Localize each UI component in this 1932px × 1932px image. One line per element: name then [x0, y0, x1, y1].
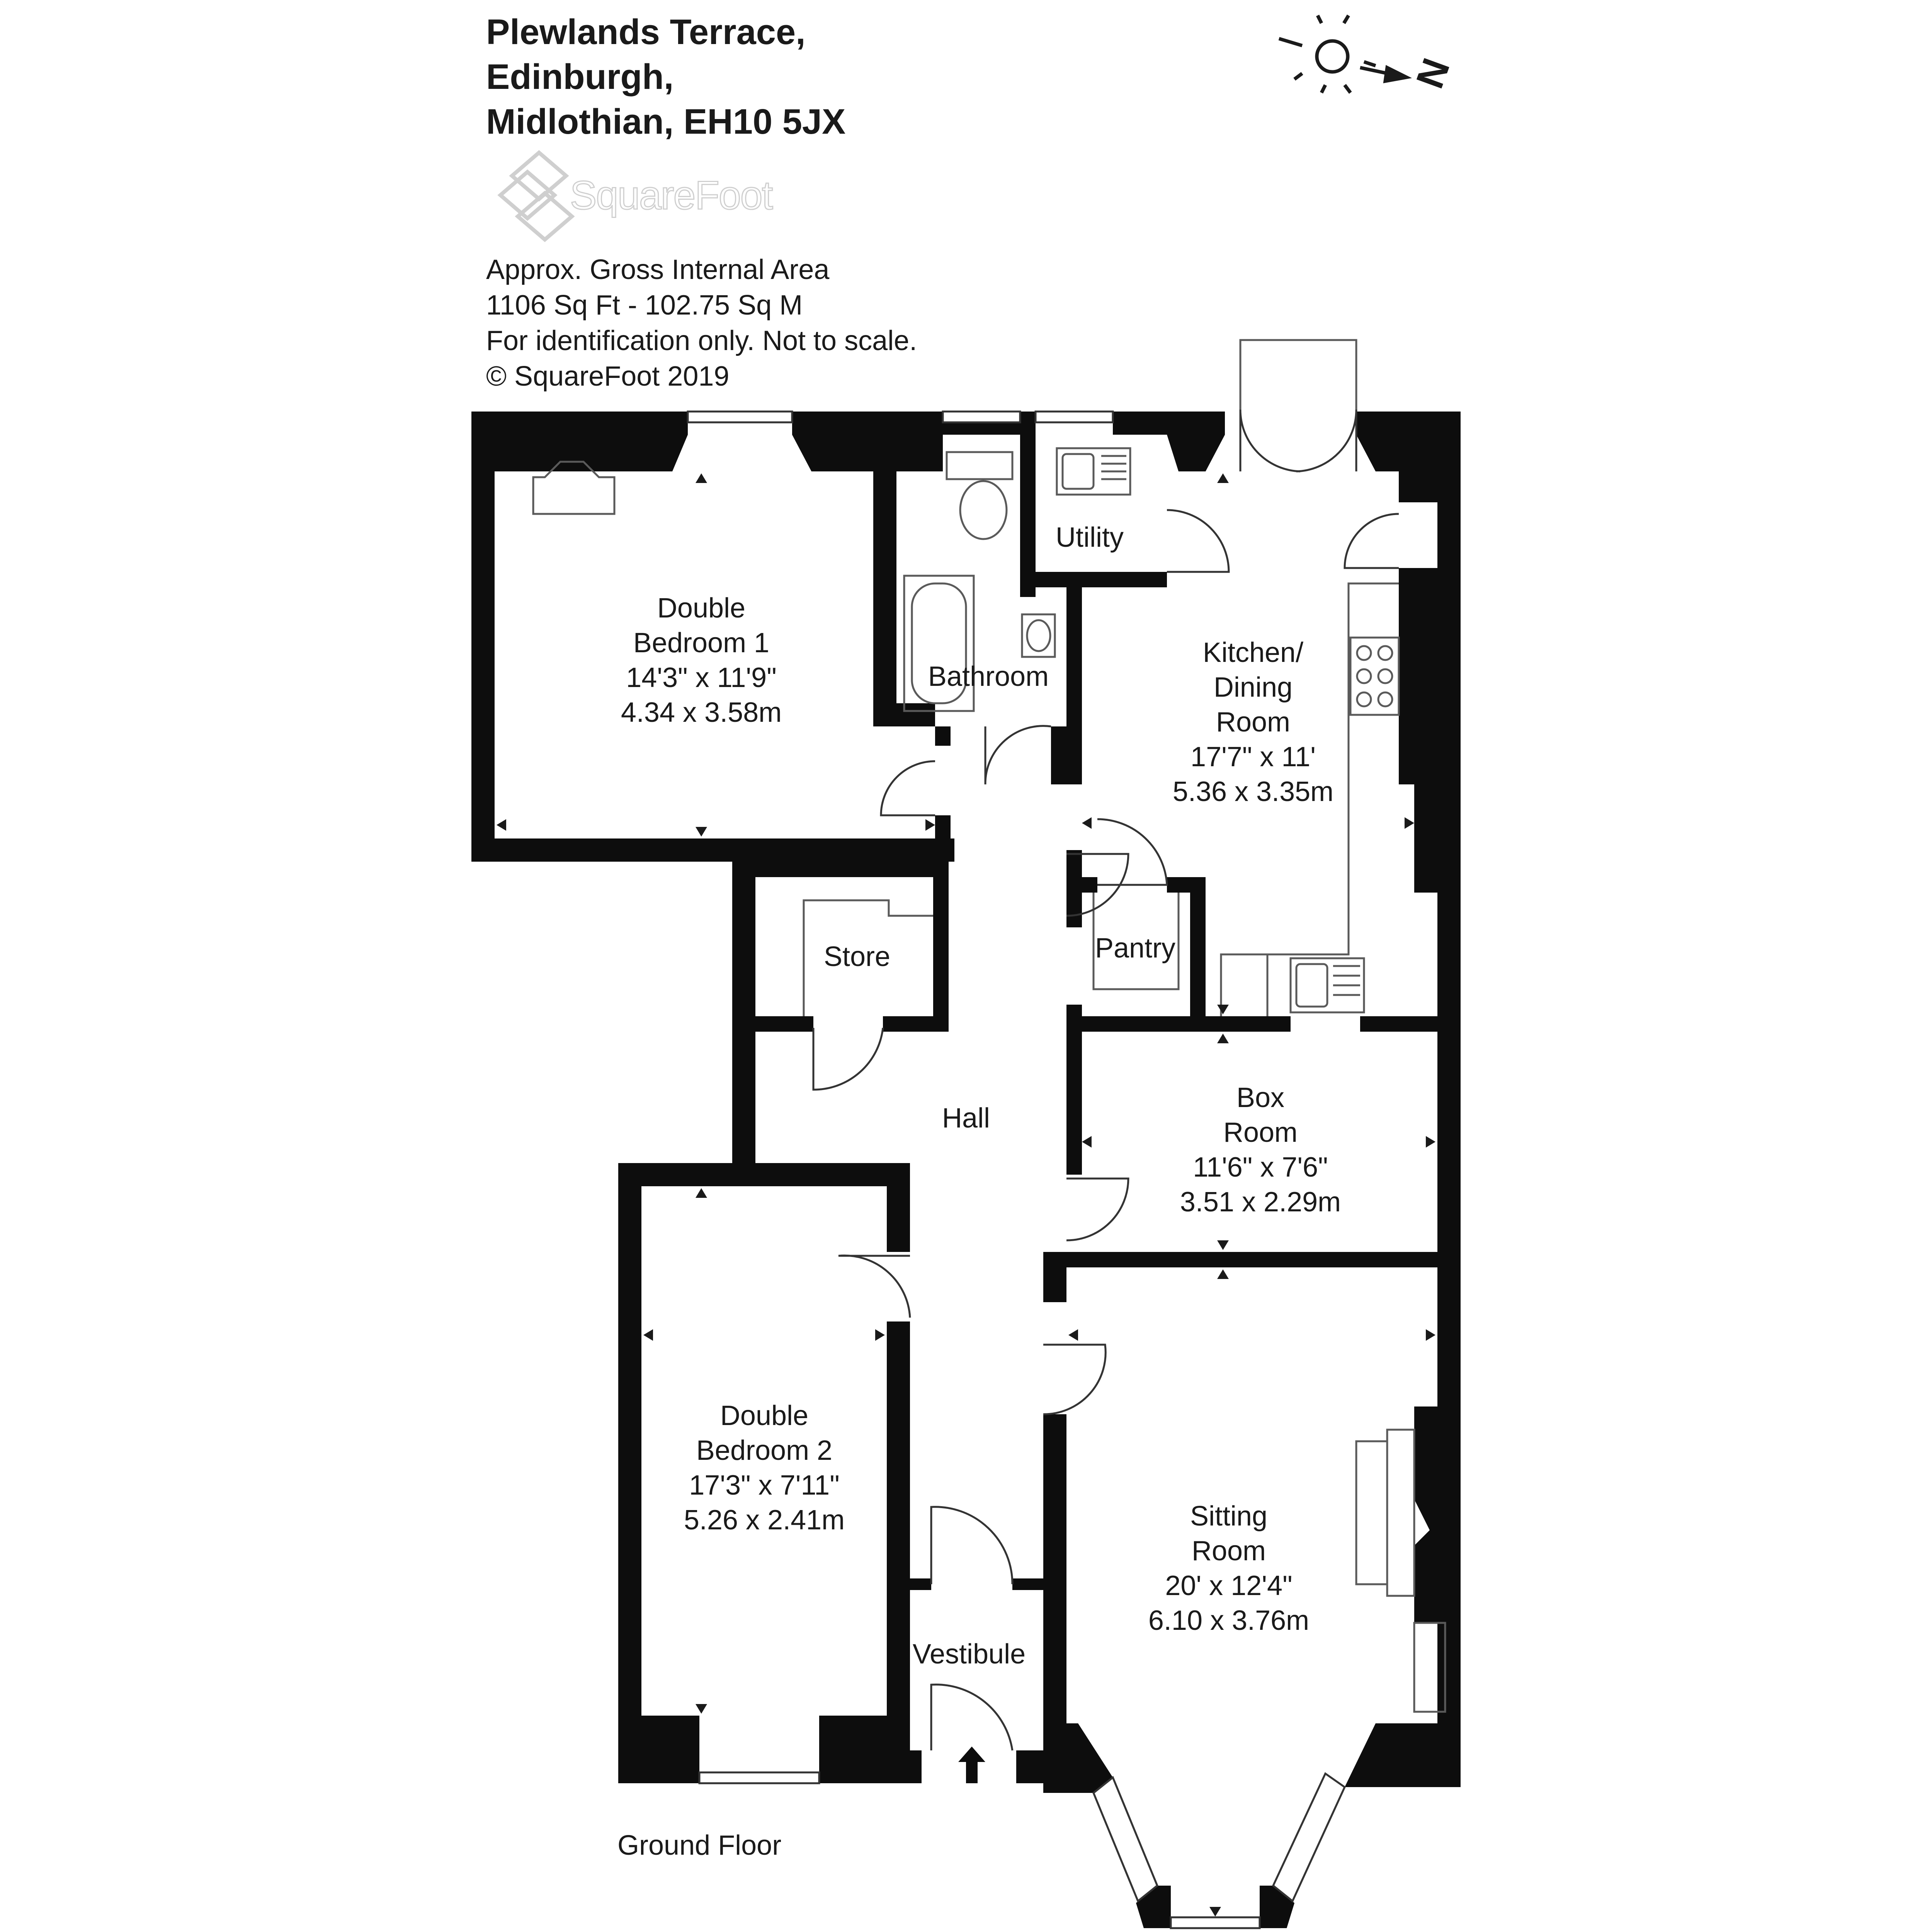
floor-label: Ground Floor [617, 1830, 782, 1861]
room-labels: Double Bedroom 1 14'3" x 11'9" 4.34 x 3.… [621, 522, 1341, 1670]
kitchen-label-line4: 17'7" x 11' [1190, 742, 1316, 772]
french-door-left [1239, 409, 1301, 473]
bedroom2-label-line2: Bedroom 2 [696, 1435, 832, 1466]
sitting-label-line2: Room [1192, 1536, 1266, 1566]
address-line-1: Plewlands Terrace, [486, 12, 806, 52]
store-label: Store [824, 941, 890, 972]
compass-north-label: N [1408, 53, 1458, 94]
notes-line-1: Approx. Gross Internal Area [486, 254, 830, 285]
bedroom1-label-line3: 14'3" x 11'9" [626, 662, 777, 693]
boxroom-label-line3: 11'6" x 7'6" [1193, 1152, 1328, 1183]
fixtures [532, 339, 1446, 1713]
utility-label: Utility [1056, 522, 1124, 553]
hall-label: Hall [942, 1103, 990, 1134]
doors [812, 409, 1399, 1751]
windows [687, 410, 1346, 1929]
bedroom2-label-line3: 17'3" x 7'11" [689, 1470, 840, 1501]
property-address: Plewlands Terrace, Edinburgh, Midlothian… [486, 10, 845, 144]
boxroom-label-line4: 3.51 x 2.29m [1180, 1187, 1341, 1218]
bedroom2-label-line1: Double [720, 1400, 808, 1431]
notes-line-3: For identification only. Not to scale. [486, 325, 917, 356]
sitting-label-line1: Sitting [1190, 1501, 1267, 1532]
boxroom-label-line2: Room [1223, 1117, 1298, 1148]
boxroom-label-line1: Box [1236, 1082, 1284, 1113]
toilet-icon [946, 451, 1014, 480]
hob-icon [1349, 636, 1400, 716]
french-door-right [1296, 409, 1357, 473]
kitchen-sink-icon [1289, 957, 1365, 1014]
bedroom1-label-line1: Double [657, 593, 745, 624]
bedroom1-label-line2: Bedroom 1 [633, 628, 769, 658]
pantry-label: Pantry [1095, 933, 1175, 964]
fireplace-icon [532, 461, 616, 515]
area-notes: Approx. Gross Internal Area 1106 Sq Ft -… [486, 252, 917, 394]
sitting-label-line4: 6.10 x 3.76m [1148, 1605, 1309, 1636]
sitting-fireplace-icon [1355, 1440, 1388, 1585]
notes-line-4: © SquareFoot 2019 [486, 361, 730, 392]
basin-icon [1021, 613, 1056, 658]
vestibule-label: Vestibule [913, 1639, 1026, 1670]
bathroom-label: Bathroom [928, 661, 1049, 692]
address-line-2: Edinburgh, [486, 57, 674, 97]
kitchen-label-line5: 5.36 x 3.35m [1173, 776, 1333, 807]
bedroom2-label-line4: 5.26 x 2.41m [684, 1505, 845, 1536]
bedroom1-label-line4: 4.34 x 3.58m [621, 697, 782, 728]
compass-icon [1278, 14, 1412, 94]
entrance-arrow-icon [958, 1747, 985, 1783]
bath-icon [903, 575, 975, 712]
kitchen-label-line3: Room [1216, 707, 1290, 738]
logo-wordmark: SquareFoot [569, 173, 773, 219]
dimension-markers [497, 473, 1435, 1917]
address-line-3: Midlothian, EH10 5JX [486, 102, 846, 141]
utility-sink-icon [1056, 447, 1131, 496]
sitting-label-line3: 20' x 12'4" [1165, 1570, 1292, 1601]
kitchen-label-line2: Dining [1214, 672, 1293, 703]
kitchen-label-line1: Kitchen/ [1203, 637, 1303, 668]
walls [471, 412, 1461, 1928]
notes-line-2: 1106 Sq Ft - 102.75 Sq M [486, 290, 803, 321]
